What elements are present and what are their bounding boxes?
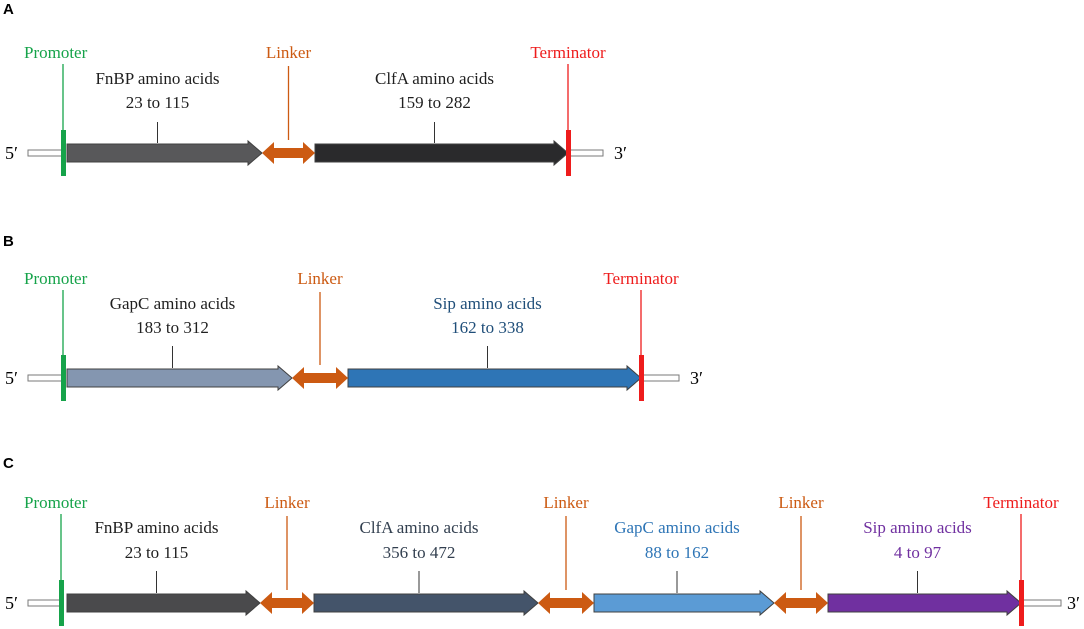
segment-name: GapC amino acids (110, 294, 236, 313)
linker-label: Linker (264, 493, 310, 512)
segment-name: ClfA amino acids (360, 518, 479, 537)
segment-name: ClfA amino acids (375, 69, 494, 88)
three-prime-label: 3′ (1067, 593, 1080, 613)
dna-backbone-right (1020, 599, 1062, 607)
segment-arrow (347, 364, 642, 392)
terminator-marker (566, 130, 571, 176)
segment-arrow (314, 139, 569, 167)
linker-label: Linker (543, 493, 589, 512)
segment-range: 88 to 162 (645, 543, 709, 562)
segment-range: 159 to 282 (398, 93, 471, 112)
promoter-marker (59, 580, 64, 626)
linker-label: Linker (778, 493, 824, 512)
segment-range: 4 to 97 (894, 543, 942, 562)
linker-arrow (774, 592, 828, 614)
linker-label: Linker (297, 269, 343, 288)
segment-arrow (66, 139, 263, 167)
promoter-marker (61, 130, 66, 176)
segment-name: FnBP amino acids (94, 518, 218, 537)
linker-arrow (292, 367, 348, 389)
three-prime-label: 3′ (690, 368, 703, 388)
linker-arrow (260, 592, 314, 614)
five-prime-label: 5′ (5, 143, 18, 163)
segment-range: 23 to 115 (125, 543, 189, 562)
dna-backbone-left (27, 149, 64, 157)
segment-range: 183 to 312 (136, 318, 209, 337)
segment-name: GapC amino acids (614, 518, 740, 537)
three-prime-label: 3′ (614, 143, 627, 163)
segment-arrow (66, 364, 293, 392)
segment-name: Sip amino acids (433, 294, 542, 313)
linker-label: Linker (266, 43, 312, 62)
terminator-marker (1019, 580, 1024, 626)
segment-range: 356 to 472 (383, 543, 456, 562)
segment-arrow (313, 589, 539, 617)
promoter-label: Promoter (24, 269, 88, 288)
dna-backbone-left (27, 374, 64, 382)
panel-letter-C: C (3, 455, 14, 472)
segment-range: 23 to 115 (126, 93, 190, 112)
panel-letter-A: A (3, 1, 14, 18)
promoter-label: Promoter (24, 43, 88, 62)
linker-arrow (538, 592, 594, 614)
segment-range: 162 to 338 (451, 318, 524, 337)
terminator-marker (639, 355, 644, 401)
segment-name: Sip amino acids (863, 518, 972, 537)
terminator-label: Terminator (530, 43, 606, 62)
dna-backbone-right (640, 374, 680, 382)
five-prime-label: 5′ (5, 368, 18, 388)
dna-backbone-right (567, 149, 604, 157)
terminator-label: Terminator (983, 493, 1059, 512)
segment-name: FnBP amino acids (95, 69, 219, 88)
promoter-label: Promoter (24, 493, 88, 512)
terminator-label: Terminator (603, 269, 679, 288)
segment-arrow (827, 589, 1022, 617)
promoter-marker (61, 355, 66, 401)
segment-arrow (66, 589, 261, 617)
five-prime-label: 5′ (5, 593, 18, 613)
linker-arrow (262, 142, 315, 164)
dna-backbone-left (27, 599, 62, 607)
segment-arrow (593, 589, 775, 617)
panel-letter-B: B (3, 233, 14, 250)
